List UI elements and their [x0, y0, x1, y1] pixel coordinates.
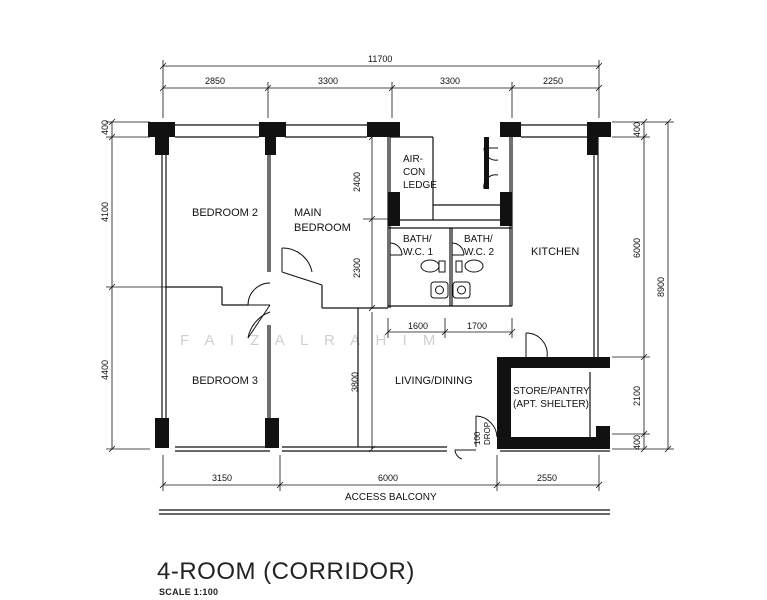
room-label-store-2: (APT. SHELTER) [513, 399, 589, 410]
bath-fixtures [420, 259, 484, 299]
dim-right-3: 2100 [632, 386, 642, 406]
dim-bottom-1: 3150 [212, 473, 232, 483]
dim-top-2: 3300 [318, 76, 338, 86]
balcony-lines [159, 509, 610, 515]
room-label-bath-2a: BATH/ [464, 234, 493, 245]
dim-living: 3800 [350, 372, 360, 392]
top-dimensions [159, 60, 603, 118]
room-label-kitchen: KITCHEN [531, 246, 579, 258]
room-label-aircon-3: LEDGE [403, 180, 437, 191]
room-label-bath-1a: BATH/ [403, 234, 432, 245]
room-label-bedroom-3: BEDROOM 3 [192, 375, 258, 387]
room-label-bedroom-2: BEDROOM 2 [192, 207, 258, 219]
plan-title: 4-ROOM (CORRIDOR) [157, 558, 415, 585]
drop-label-1: 100 [473, 431, 482, 445]
room-label-main-bedroom-2: BEDROOM [294, 222, 351, 234]
dim-left-2: 4100 [100, 202, 110, 222]
room-label-aircon-1: AIR- [403, 154, 423, 165]
dim-top-3: 3300 [440, 76, 460, 86]
dim-left-1: 400 [100, 120, 110, 135]
dim-bottom-2: 6000 [378, 473, 398, 483]
watermark: F A I Z A L R A H I M [180, 332, 441, 349]
dim-top-1: 2850 [205, 76, 225, 86]
room-label-main-bedroom-1: MAIN [294, 207, 322, 219]
dim-overall-width: 11700 [368, 54, 392, 64]
dim-bath-1: 1600 [408, 321, 428, 331]
dim-right-1: 400 [632, 122, 642, 137]
dim-right-4: 400 [632, 435, 642, 450]
room-label-bath-2b: W.C. 2 [464, 247, 494, 258]
room-label-bath-1b: W.C. 1 [403, 247, 433, 258]
dim-top-4: 2250 [543, 76, 563, 86]
dim-left-3: 4400 [100, 360, 110, 380]
plan-scale: SCALE 1:100 [159, 587, 219, 597]
dim-right-overall: 8900 [656, 277, 666, 297]
right-dimensions [612, 118, 674, 453]
left-dimensions [106, 118, 165, 453]
access-balcony-label: ACCESS BALCONY [345, 492, 437, 503]
bottom-dimensions [159, 455, 603, 491]
dim-right-2: 6000 [632, 238, 642, 258]
room-label-store-1: STORE/PANTRY [513, 386, 590, 397]
inner-dimensions [363, 133, 516, 453]
door-swings [247, 147, 548, 460]
walls-solid [148, 122, 611, 449]
drop-label-2: DROP [483, 422, 492, 445]
dim-bath-2: 1700 [467, 321, 487, 331]
dim-main-bedroom-2: 2300 [352, 258, 362, 278]
dim-bottom-3: 2550 [537, 473, 557, 483]
room-label-living: LIVING/DINING [395, 375, 473, 387]
dim-main-bedroom-1: 2400 [352, 172, 362, 192]
room-label-aircon-2: CON [403, 167, 425, 178]
